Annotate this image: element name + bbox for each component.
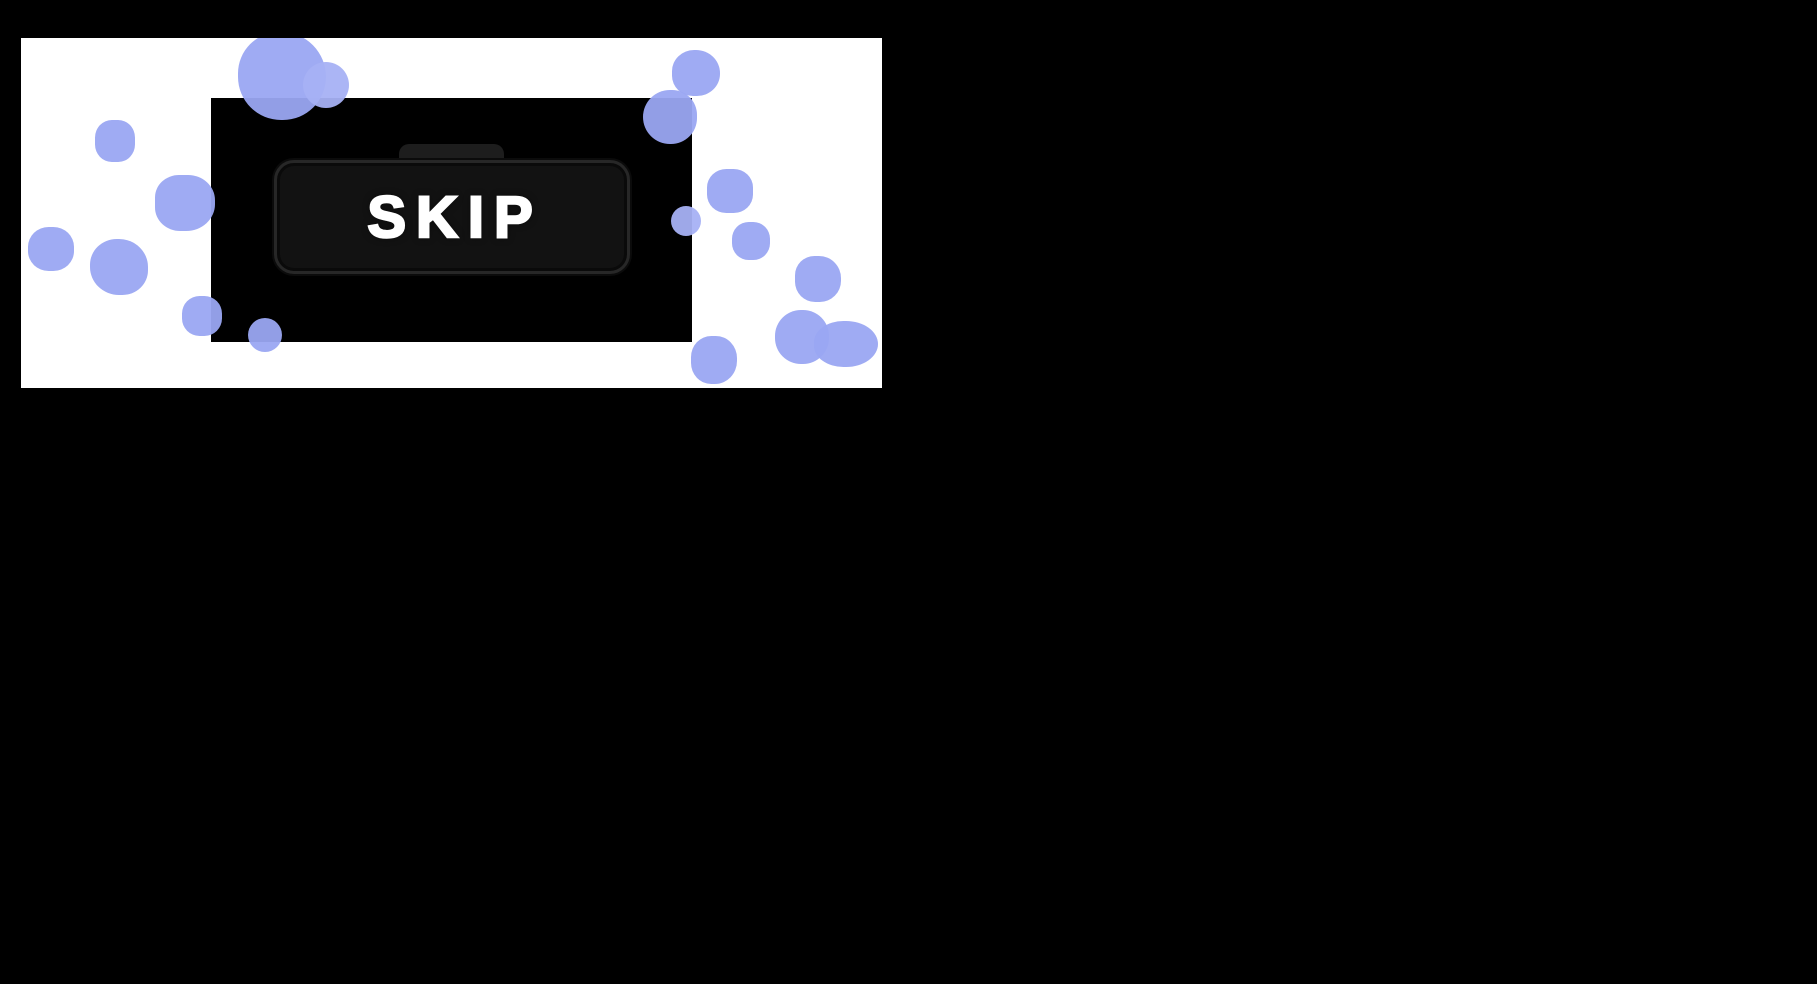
skip-button-label: SKIP [366, 183, 543, 251]
paint-splotch-icon [28, 227, 74, 271]
paint-splotch-icon [672, 50, 720, 96]
paint-splotch-icon [814, 321, 878, 367]
skip-button[interactable]: SKIP [274, 160, 630, 274]
paint-splotch-icon [775, 310, 829, 364]
paint-splotch-icon [707, 169, 753, 213]
paint-splotch-icon [95, 120, 135, 162]
game-panel: SKIP [21, 38, 882, 388]
paint-splotch-icon [155, 175, 215, 231]
paint-splotch-icon [795, 256, 841, 302]
paint-splotch-icon [691, 336, 737, 384]
paint-splotch-icon [732, 222, 770, 260]
paint-splotch-icon [90, 239, 148, 295]
